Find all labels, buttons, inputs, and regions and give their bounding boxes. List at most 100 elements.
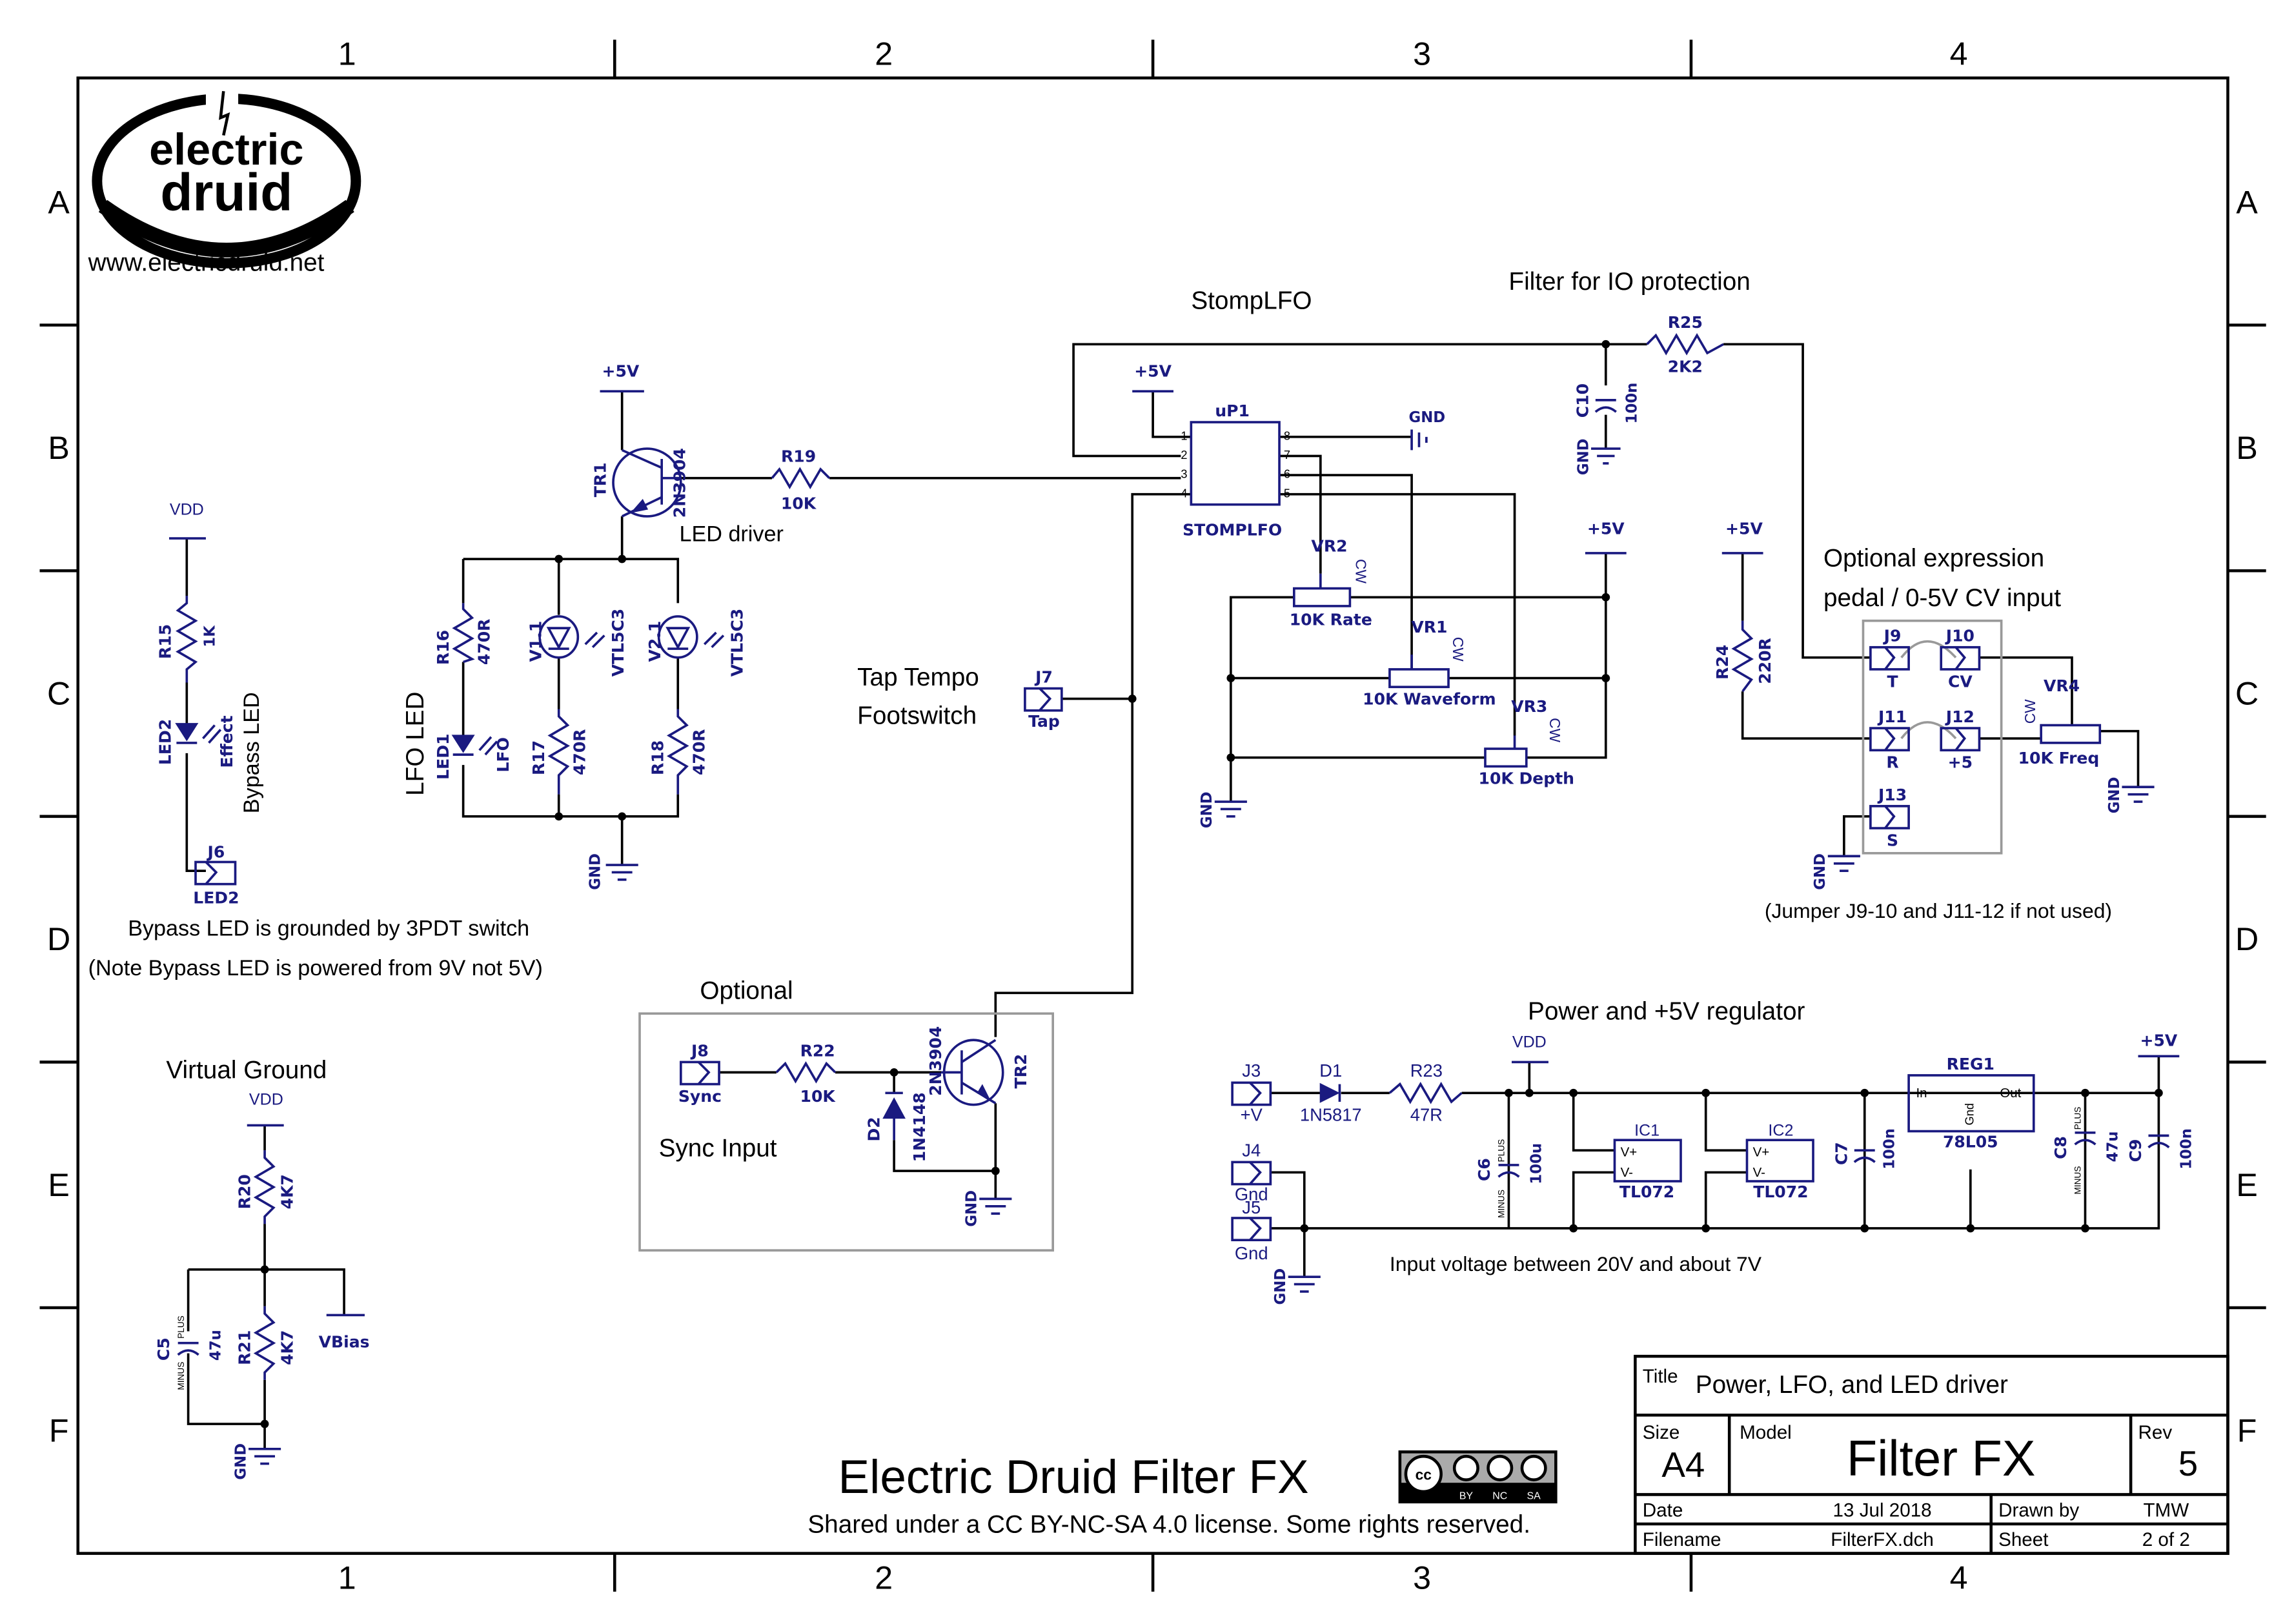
note-bypass-2: (Note Bypass LED is powered from 9V not … (88, 956, 543, 980)
svg-text:GND: GND (232, 1443, 249, 1480)
capacitor-c5: C5 47u PLUS MINUS (154, 1315, 225, 1390)
svg-text:R23: R23 (1410, 1061, 1443, 1081)
svg-text:1: 1 (1181, 429, 1187, 442)
jumper-j9-j10 (1900, 640, 1957, 658)
power-rails: VDD +5V +5V +5V +5V +5V VDD VDD VBias GN… (168, 361, 2180, 1480)
drawn-by: TMW (2143, 1500, 2189, 1521)
svg-text:10K: 10K (781, 494, 817, 513)
svg-text:1N5817: 1N5817 (1300, 1105, 1362, 1125)
note-filter-io: Filter for IO protection (1508, 268, 1750, 296)
model-name: Filter FX (1847, 1431, 2036, 1487)
gnd-symbol: GND (1199, 791, 1247, 828)
sheet-size: A4 (1661, 1445, 1705, 1485)
svg-text:V+: V+ (1753, 1144, 1770, 1159)
row-label: F (49, 1412, 69, 1448)
svg-text:10K Rate: 10K Rate (1290, 611, 1372, 629)
col-label: 4 (1950, 1559, 1968, 1596)
svg-text:R25: R25 (1668, 313, 1703, 332)
svg-text:470R: 470R (571, 729, 589, 775)
svg-text:47u: 47u (2105, 1131, 2122, 1162)
nc-icon (1487, 1454, 1514, 1481)
svg-text:R: R (1886, 753, 1898, 772)
svg-text:GND: GND (587, 853, 604, 890)
note-led-driver: LED driver (680, 522, 784, 547)
vbias-symbol: VBias (319, 1314, 370, 1352)
website-url[interactable]: www.electricdruid.net (88, 249, 325, 276)
diode-d1: D1 1N5817 (1300, 1061, 1362, 1124)
capacitor-c6: C6 100u PLUS MINUS (1475, 1139, 1545, 1218)
svg-text:47u: 47u (208, 1330, 225, 1361)
transistor-tr2: 2N3904 TR2 (926, 1026, 1030, 1106)
svg-text:PLUS: PLUS (2073, 1107, 2083, 1130)
logo-line1: electric (149, 125, 303, 174)
svg-text:TR2: TR2 (1011, 1054, 1030, 1089)
svg-text:J13: J13 (1877, 786, 1907, 804)
gnd-symbol: GND (2106, 777, 2155, 813)
svg-text:8: 8 (1284, 429, 1290, 442)
row-label: D (47, 921, 70, 957)
svg-text:CV: CV (1948, 672, 1973, 691)
svg-text:Sheet: Sheet (1998, 1529, 2049, 1550)
svg-text:10K Waveform: 10K Waveform (1363, 690, 1496, 709)
note-stomplfo: StompLFO (1191, 287, 1312, 315)
svg-text:Effect: Effect (218, 715, 236, 767)
p5v-symbol: +5V (600, 361, 644, 393)
opamp-ic1: IC1 TL072 V+ V- (1613, 1121, 1682, 1201)
capacitor-c7: C7 100n (1832, 1128, 1898, 1170)
by-icon (1452, 1454, 1479, 1481)
svg-text:1K: 1K (202, 625, 219, 647)
svg-text:VTL5C3: VTL5C3 (609, 609, 627, 677)
gnd-symbol: GND (1812, 853, 1860, 890)
connector-j9: J9 T (1869, 627, 1910, 691)
p5v-symbol: +5V (1721, 519, 1763, 554)
svg-text:C9: C9 (2126, 1139, 2145, 1162)
resistor-r15: R15 1K (156, 595, 219, 683)
filename: FilterFX.dch (1831, 1529, 1934, 1550)
svg-text:GND: GND (1272, 1268, 1289, 1305)
cc-icon (1404, 1454, 1443, 1494)
svg-text:220R: 220R (1756, 638, 1774, 684)
svg-text:C5: C5 (154, 1337, 173, 1361)
lightning-icon (219, 91, 230, 136)
connector-j12: J12 +5 (1940, 707, 1981, 772)
svg-text:R15: R15 (156, 624, 174, 659)
svg-text:C10: C10 (1573, 383, 1592, 418)
capacitor-c8: C8 47u PLUS MINUS (2051, 1107, 2122, 1195)
svg-text:GND: GND (1409, 409, 1446, 426)
svg-text:GND: GND (1575, 438, 1592, 475)
svg-text:100n: 100n (1624, 383, 1641, 424)
svg-text:LED2: LED2 (193, 888, 239, 907)
row-label: E (2236, 1167, 2257, 1203)
col-label: 3 (1413, 36, 1431, 72)
svg-text:2K2: 2K2 (1668, 358, 1703, 376)
row-label: C (2235, 676, 2258, 712)
cc-license-badge[interactable]: cc BY NC SA (1398, 1450, 1558, 1504)
note-optional: Optional (700, 977, 793, 1004)
junctions (260, 340, 2163, 1428)
note-sync-input: Sync Input (659, 1134, 777, 1162)
svg-text:Model: Model (1740, 1422, 1792, 1443)
note-tap-tempo: Tap Tempo (857, 664, 979, 691)
svg-text:J10: J10 (1945, 627, 1974, 645)
resistor-r23: R23 47R (1388, 1061, 1463, 1125)
svg-text:+5V: +5V (1587, 519, 1625, 538)
svg-text:cc: cc (1416, 1467, 1432, 1483)
svg-text:R20: R20 (235, 1174, 254, 1209)
svg-text:MINUS: MINUS (1497, 1190, 1507, 1218)
col-label: 1 (338, 1559, 356, 1596)
p5v-symbol: +5V (2138, 1031, 2180, 1058)
sheet-border: 1 2 3 4 1 2 3 4 A B C D E F A B C D E F (39, 36, 2266, 1596)
svg-text:J4: J4 (1242, 1140, 1261, 1160)
svg-text:J12: J12 (1945, 707, 1974, 726)
svg-text:R17: R17 (529, 740, 548, 775)
svg-text:D2: D2 (864, 1117, 883, 1141)
svg-text:VR2: VR2 (1311, 537, 1347, 556)
sheet-date: 13 Jul 2018 (1833, 1500, 1932, 1521)
capacitor-c9: C9 100n (2126, 1128, 2195, 1170)
svg-text:470R: 470R (689, 729, 708, 775)
gnd-symbol: GND (1272, 1268, 1321, 1305)
col-label: 2 (875, 36, 893, 72)
svg-text:+5: +5 (1948, 753, 1973, 772)
svg-text:IC2: IC2 (1768, 1121, 1793, 1139)
svg-text:VDD: VDD (1512, 1033, 1547, 1051)
